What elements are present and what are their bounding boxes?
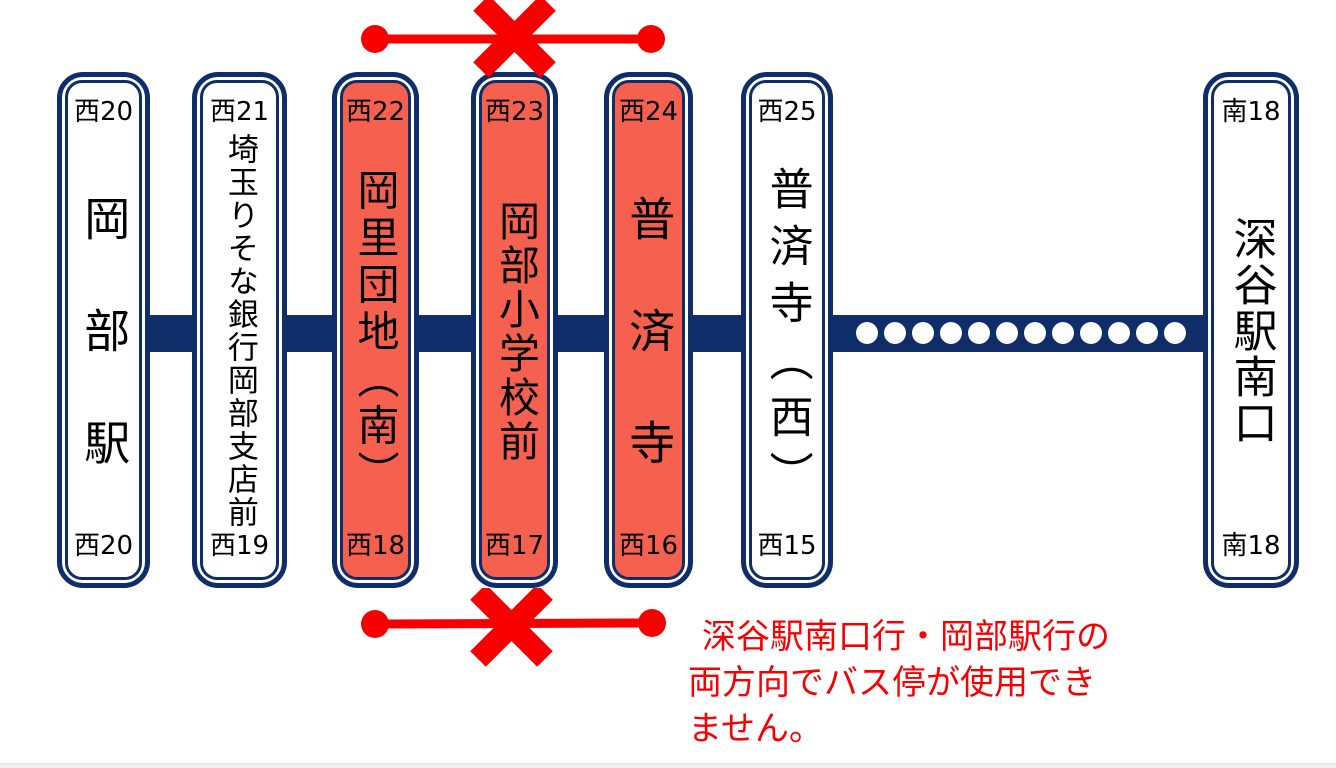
station-name: 岡部駅: [77, 195, 132, 531]
dot-icon: [1052, 322, 1074, 344]
stop-code-top: 西25: [757, 97, 817, 127]
stop-code-bottom: 西19: [209, 531, 270, 561]
station-box-fill: [65, 80, 142, 580]
stop-code-bottom: 南18: [1221, 531, 1281, 561]
station-box-fusaiji-nishi: 西25 普済寺（西） 西15: [741, 72, 833, 588]
stop-code-bottom: 西18: [345, 531, 406, 561]
station-box-fill-highlighted: [612, 80, 685, 580]
dot-icon: [912, 322, 934, 344]
closure-endpoint-left: [361, 25, 389, 53]
station-box-okasato-danchi-suspended: 西22 岡里団地（南） 西18: [332, 72, 419, 588]
dot-icon: [1080, 322, 1102, 344]
closure-endpoint-left: [361, 610, 389, 638]
closure-endpoint-right: [638, 609, 666, 637]
stop-code-top: 西23: [484, 97, 545, 127]
dot-icon: [996, 322, 1018, 344]
stop-code-bottom: 西20: [73, 531, 134, 561]
station-box-fill-highlighted: [479, 80, 550, 580]
stop-code-top: 南18: [1221, 97, 1281, 127]
station-box-fukaya-eki-minamiguchi: 南18 深谷駅南口 南18: [1203, 72, 1299, 588]
station-name: 埼玉りそな銀行岡部支店前: [221, 133, 258, 529]
dot-icon: [968, 322, 990, 344]
page-bottom-edge: [0, 763, 1336, 768]
closure-notice-line: 両方向でバス停が使用でき: [688, 663, 1096, 703]
station-name: 深谷駅南口: [1225, 216, 1277, 446]
dot-icon: [856, 322, 878, 344]
dot-icon: [1024, 322, 1046, 344]
station-box-fill: [749, 80, 825, 580]
closure-span-line: [374, 618, 653, 629]
closure-marker-top: [361, 0, 665, 78]
dot-icon: [940, 322, 962, 344]
closure-x-icon: [473, 0, 556, 78]
closure-notice-line: ません。: [688, 709, 823, 749]
closure-endpoint-right: [637, 25, 665, 53]
stop-code-top: 西21: [209, 97, 270, 127]
closure-notice-line: 深谷駅南口行・岡部駅行の: [702, 617, 1110, 657]
station-box-fill: [200, 80, 279, 580]
station-name: 普済寺: [622, 195, 677, 531]
station-box-fill: [1211, 80, 1291, 580]
station-name: 岡里団地（南）: [351, 168, 401, 498]
dot-icon: [884, 322, 906, 344]
dot-icon: [1136, 322, 1158, 344]
station-box-okabe-eki: 西20 岡部駅 西20: [57, 72, 150, 588]
closure-notice: 深谷駅南口行・岡部駅行の 両方向でバス停が使用でき ません。: [688, 614, 1110, 752]
stop-code-bottom: 西15: [757, 531, 817, 561]
station-name: 普済寺（西）: [761, 166, 813, 508]
dot-icon: [1164, 322, 1186, 344]
dot-icon: [1108, 322, 1130, 344]
station-box-fusaiji-suspended: 西24 普済寺 西16: [604, 72, 693, 588]
stop-code-bottom: 西17: [484, 531, 545, 561]
station-name: 岡部小学校前: [491, 200, 540, 464]
station-box-fill-highlighted: [340, 80, 411, 580]
stop-code-bottom: 西16: [618, 531, 679, 561]
stop-code-top: 西22: [345, 97, 406, 127]
omitted-stops-dotted-segment: [856, 322, 1186, 344]
stop-code-top: 西24: [618, 97, 679, 127]
stop-code-top: 西20: [73, 97, 134, 127]
station-box-saitama-resona-bank: 西21 埼玉りそな銀行岡部支店前 西19: [192, 72, 287, 588]
station-box-okabe-shogakko-mae-suspended: 西23 岡部小学校前 西17: [471, 72, 558, 588]
closure-marker-bottom: [361, 588, 666, 667]
closure-x-icon: [470, 588, 553, 667]
